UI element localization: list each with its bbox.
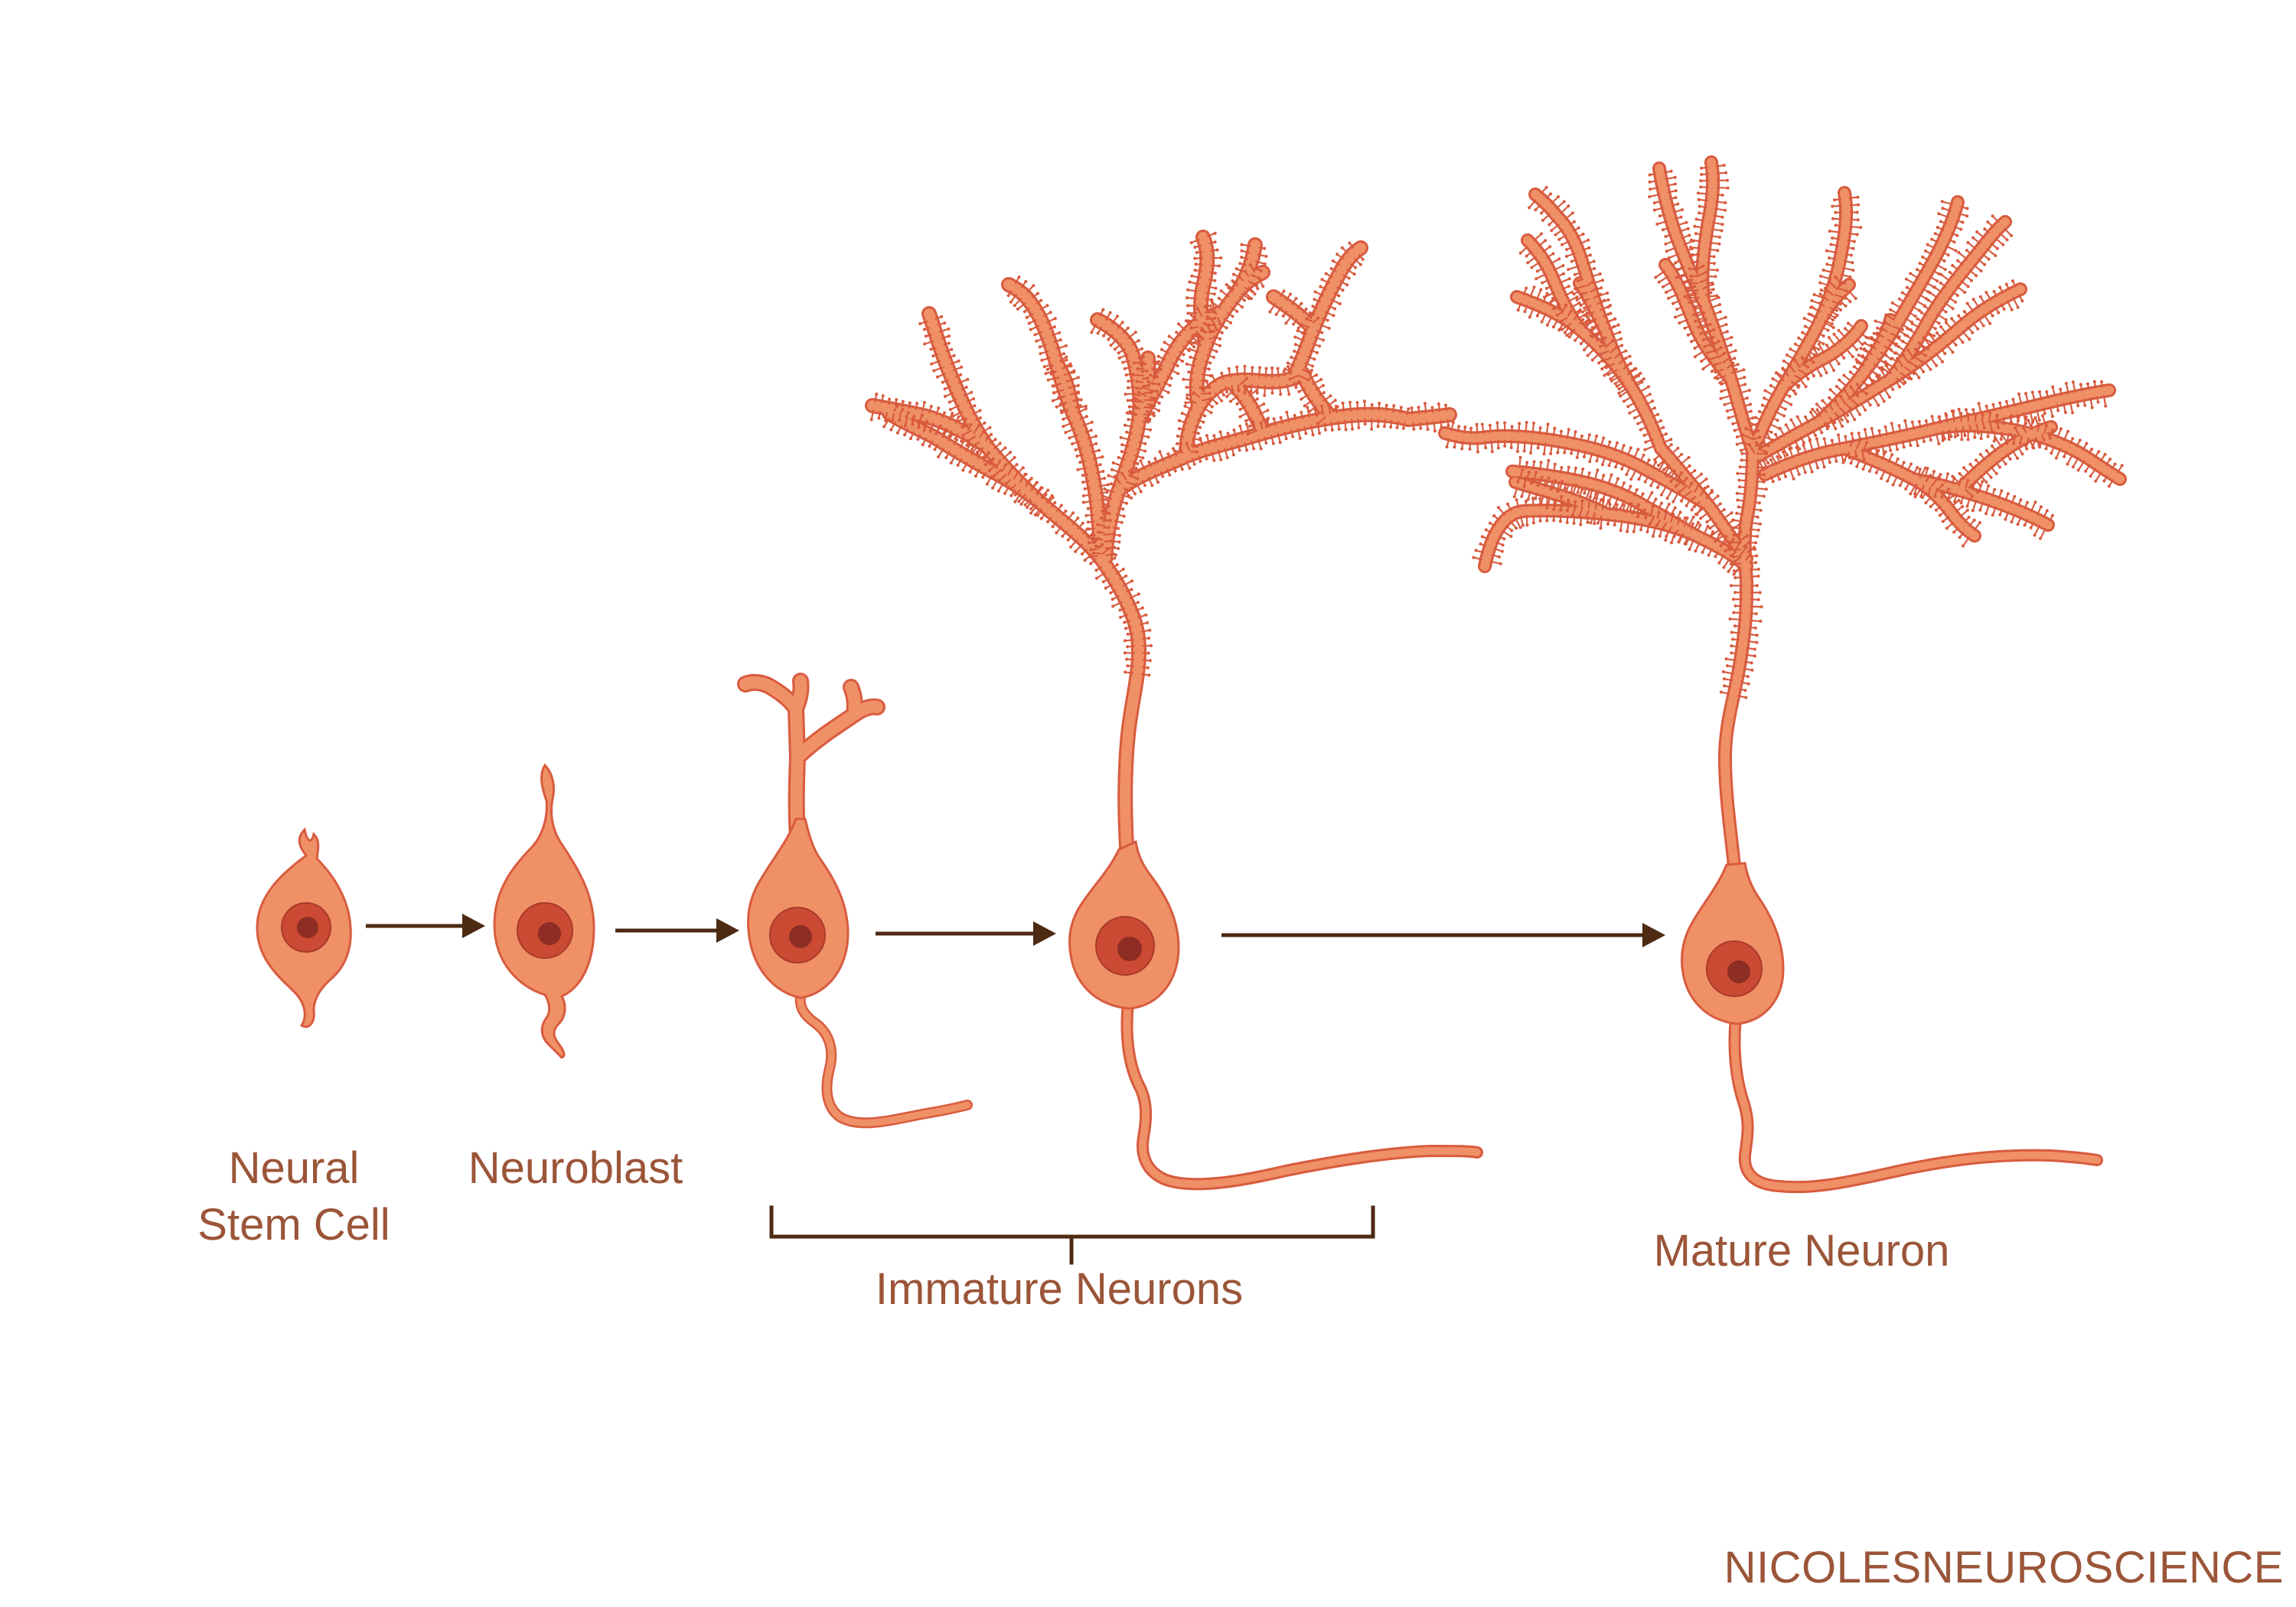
label-mature-neuron: Mature Neuron [1654,1226,1950,1276]
dendrites [745,681,877,857]
label-immature-neurons: Immature Neurons [876,1264,1243,1314]
late-immature-neuron [870,232,1477,1184]
dendrites [1445,162,2124,880]
label-neural-stem-cell-line1: Neural [229,1143,360,1193]
axon [801,995,967,1123]
arrow-stem-to-neuroblast [366,914,485,938]
label-neuroblast: Neuroblast [468,1143,683,1193]
immature-neurons-bracket [771,1208,1373,1263]
early-immature-neuron [745,681,967,1123]
dendrites [870,232,1450,872]
nucleolus [1117,937,1142,961]
dendritic-spines [870,232,1450,872]
neuroblast-cell [494,765,594,1058]
axon [1127,1002,1477,1184]
axon [1734,1018,2097,1187]
mature-neuron [1445,162,2124,1187]
arrow-immature-to-immature [876,921,1056,946]
nucleolus [789,925,812,948]
label-neural-stem-cell-line2: Stem Cell [197,1200,390,1250]
nucleolus [297,917,318,938]
nucleolus [538,922,561,945]
watermark-text: NICOLESNEUROSCIENCE [1724,1543,2284,1592]
nucleolus [1727,960,1750,983]
neural-stem-cell [257,830,351,1027]
arrow-immature-to-mature [1221,923,1665,947]
arrow-neuroblast-to-immature [615,918,739,943]
